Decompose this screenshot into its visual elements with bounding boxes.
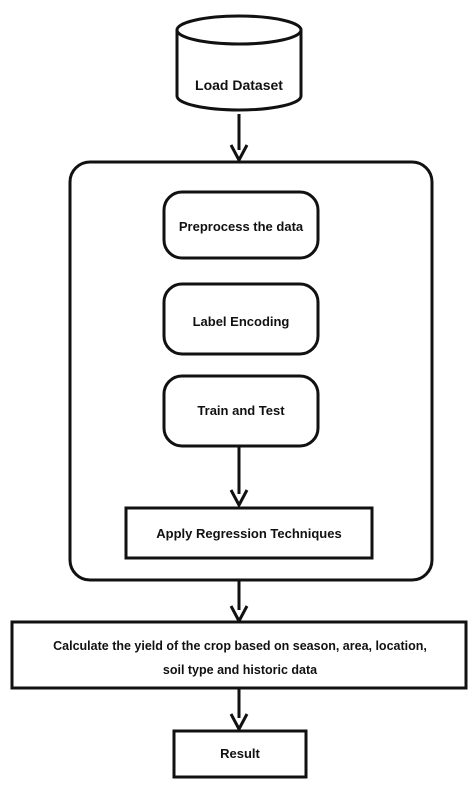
node-train-test: Train and Test	[162, 374, 320, 448]
arrowhead	[229, 713, 249, 733]
load-dataset-cylinder-body	[175, 30, 303, 112]
node-result: Result	[172, 729, 308, 779]
label-encoding-box	[162, 282, 320, 356]
load-dataset-cylinder-top	[175, 14, 303, 46]
arrow-calculate-to-result	[229, 688, 249, 733]
node-load-dataset: Load Dataset	[175, 14, 303, 112]
processing-group	[68, 160, 434, 582]
load-dataset-label: Load Dataset	[195, 77, 283, 93]
apply-regression-label: Apply Regression Techniques	[156, 526, 341, 541]
arrow-train-to-regression	[229, 446, 249, 509]
train-test-box	[162, 374, 320, 448]
node-calculate-yield: Calculate the yield of the crop based on…	[10, 620, 468, 690]
calculate-yield-box	[10, 620, 468, 690]
train-test-label: Train and Test	[197, 403, 285, 418]
apply-regression-box	[124, 506, 374, 560]
result-label: Result	[220, 746, 260, 761]
calculate-yield-label-line1: Calculate the yield of the crop based on…	[53, 639, 427, 653]
label-encoding-label: Label Encoding	[193, 314, 290, 329]
calculate-yield-label-line2: soil type and historic data	[163, 663, 318, 677]
node-apply-regression: Apply Regression Techniques	[124, 506, 374, 560]
arrow-group-to-calculate	[229, 580, 249, 625]
node-preprocess: Preprocess the data	[162, 190, 320, 260]
node-label-encoding: Label Encoding	[162, 282, 320, 356]
preprocess-box	[162, 190, 320, 260]
arrowhead	[229, 144, 249, 164]
arrow-load-to-group	[229, 114, 249, 164]
result-box	[172, 729, 308, 779]
preprocess-label: Preprocess the data	[179, 219, 304, 234]
arrowhead	[229, 489, 249, 509]
